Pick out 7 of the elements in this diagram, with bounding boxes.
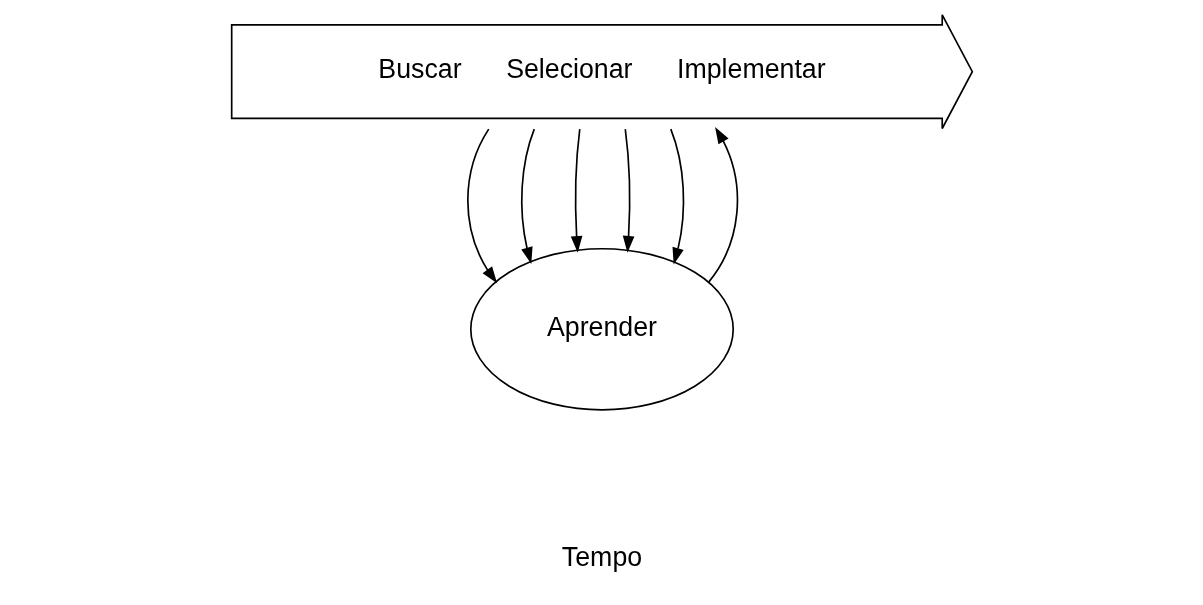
arrow <box>520 128 535 264</box>
arrow <box>622 128 634 253</box>
arrow <box>669 128 684 265</box>
arrow <box>570 128 582 253</box>
arrow <box>466 128 497 284</box>
arrow <box>707 126 738 283</box>
label: Tempo <box>561 542 642 573</box>
